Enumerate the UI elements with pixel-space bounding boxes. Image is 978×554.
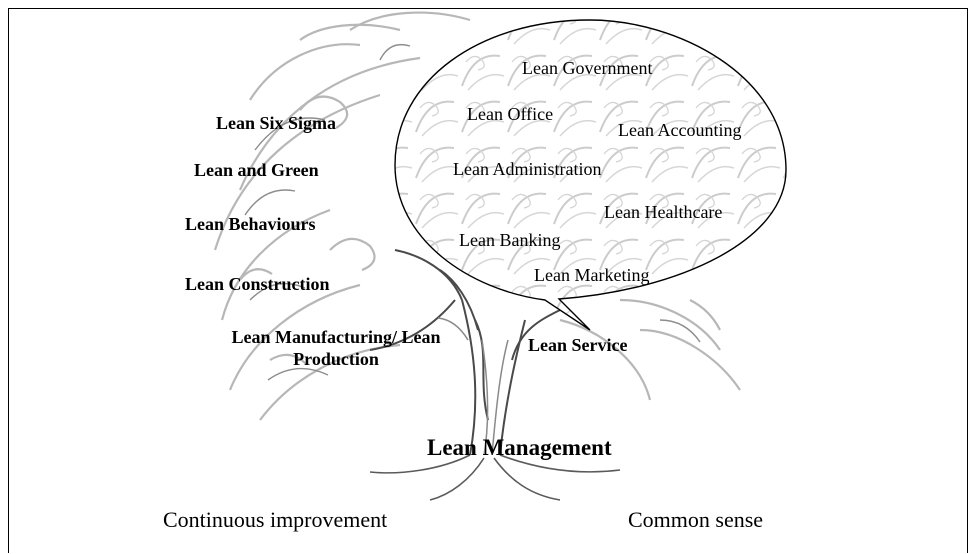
label-lean-banking: Lean Banking: [459, 230, 561, 250]
label-continuous-improvement: Continuous improvement: [163, 507, 388, 532]
label-lean-accounting: Lean Accounting: [618, 120, 742, 140]
label-lean-construction: Lean Construction: [185, 274, 330, 294]
label-lean-marketing: Lean Marketing: [534, 265, 650, 285]
trunk: [369, 249, 561, 456]
label-lean-government: Lean Government: [522, 58, 653, 78]
diagram-frame: [8, 8, 968, 553]
label-lean-manufacturing: Lean Manufacturing/ Lean Production: [205, 327, 467, 370]
roots: [369, 454, 621, 501]
label-lean-healthcare: Lean Healthcare: [604, 202, 723, 222]
label-lean-management: Lean Management: [427, 435, 612, 460]
label-lean-six-sigma: Lean Six Sigma: [216, 113, 337, 133]
label-lean-office: Lean Office: [467, 104, 554, 124]
label-common-sense: Common sense: [628, 507, 764, 532]
label-lean-manufacturing-line2: Production: [293, 348, 379, 369]
canopy-foliage-dark: [244, 43, 701, 381]
label-lean-manufacturing-line1: Lean Manufacturing/ Lean: [231, 327, 441, 347]
label-lean-service: Lean Service: [528, 335, 628, 355]
canopy-foliage: [213, 11, 741, 421]
trunk-shading: [437, 317, 509, 456]
speech-bubble: [394, 19, 787, 331]
label-lean-and-green: Lean and Green: [194, 160, 319, 180]
label-lean-administration: Lean Administration: [453, 159, 602, 179]
label-lean-behaviours: Lean Behaviours: [185, 214, 316, 234]
